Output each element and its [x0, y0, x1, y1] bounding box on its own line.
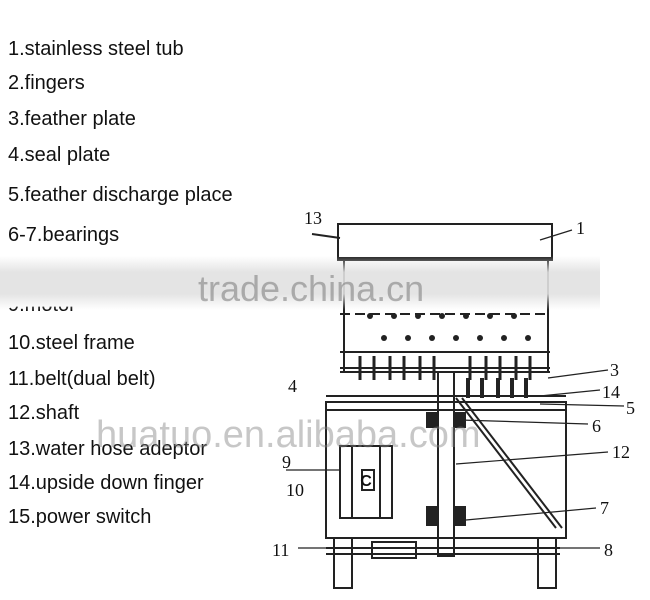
legend-item: 14.upside down finger [8, 472, 204, 494]
shaft [437, 371, 455, 557]
callout-4: 4 [288, 376, 297, 396]
callout-10: 10 [286, 480, 304, 500]
motor-label: C [360, 473, 372, 490]
callout-8: 8 [604, 540, 613, 560]
leg [333, 537, 353, 589]
legend-item: 10.steel frame [8, 332, 135, 354]
fingers-row [358, 356, 532, 380]
legend-item: 4.seal plate [8, 144, 111, 166]
feather-discharge-chute [455, 397, 557, 529]
legend-item: 12.shaft [8, 402, 80, 424]
callout-1: 1 [576, 218, 585, 238]
callout-6: 6 [592, 416, 601, 436]
leg [537, 537, 557, 589]
legend-item: 2.fingers [8, 72, 85, 94]
leader-lines [286, 229, 625, 549]
motor [339, 445, 393, 519]
water-hose-adaptor [311, 233, 341, 239]
legend-item: 15.power switch [8, 506, 152, 528]
legend-item: 5.feather discharge place [8, 184, 233, 206]
legend-item: 6-7.bearings [8, 224, 120, 246]
upside-down-fingers [466, 378, 528, 398]
legend-item: 9.motor [8, 307, 76, 317]
legend-item: 13.water hose adeptor [8, 438, 208, 460]
callout-11: 11 [272, 540, 289, 560]
stainless-steel-tub [337, 223, 553, 261]
callout-5: 5 [626, 398, 635, 418]
callout-14: 14 [602, 382, 620, 402]
blurred-band [0, 256, 600, 310]
callout-13: 13 [304, 208, 322, 228]
legend-item: 11.belt(dual belt) [8, 368, 156, 390]
callout-3: 3 [610, 360, 619, 380]
legend-item: 3.feather plate [8, 108, 136, 130]
bearings [426, 412, 466, 526]
callout-7: 7 [600, 498, 609, 518]
callout-12: 12 [612, 442, 630, 462]
legend-item: 1.stainless steel tub [8, 38, 184, 60]
callout-9: 9 [282, 452, 291, 472]
fingers [367, 313, 531, 341]
